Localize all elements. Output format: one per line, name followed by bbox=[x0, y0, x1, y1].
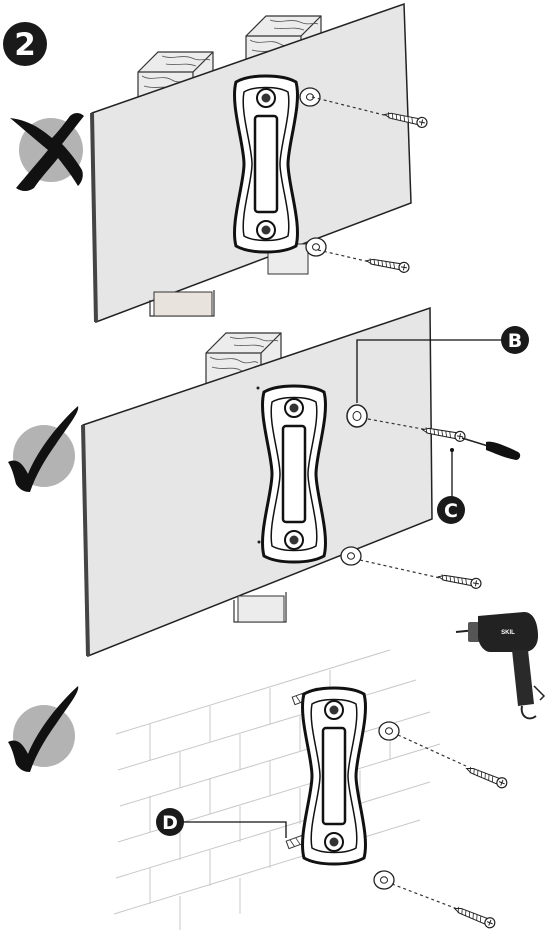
washer bbox=[340, 546, 362, 566]
washer bbox=[373, 870, 395, 890]
callout-b: B bbox=[501, 326, 529, 354]
drill-brand: SKIL bbox=[501, 630, 515, 636]
cross-icon bbox=[10, 113, 84, 191]
mounting-plate bbox=[233, 74, 299, 254]
callout-d-label: D bbox=[162, 812, 178, 834]
screw bbox=[452, 903, 497, 930]
screw bbox=[365, 255, 411, 274]
washer bbox=[299, 87, 321, 107]
screw bbox=[464, 763, 509, 790]
brick-wall bbox=[113, 649, 441, 930]
mounting-plate bbox=[301, 686, 367, 866]
screw bbox=[437, 571, 483, 590]
check-icon bbox=[8, 686, 79, 772]
washer bbox=[378, 721, 400, 741]
washer-b bbox=[346, 404, 368, 428]
drill-icon: SKIL bbox=[455, 612, 546, 720]
washer bbox=[305, 237, 327, 257]
panel-correct-2: SKIL D bbox=[8, 612, 546, 930]
panel-correct-1: B C bbox=[8, 306, 529, 658]
step-badge: 2 bbox=[3, 22, 47, 66]
mounting-plate bbox=[261, 384, 327, 564]
check-icon bbox=[8, 406, 79, 492]
callout-d: D bbox=[156, 808, 184, 836]
screwdriver-icon bbox=[461, 437, 521, 460]
step-number: 2 bbox=[14, 27, 36, 63]
callout-c-label: C bbox=[444, 500, 458, 522]
panel-incorrect bbox=[10, 2, 429, 324]
callout-b-label: B bbox=[508, 330, 522, 352]
callout-c: C bbox=[437, 496, 465, 524]
